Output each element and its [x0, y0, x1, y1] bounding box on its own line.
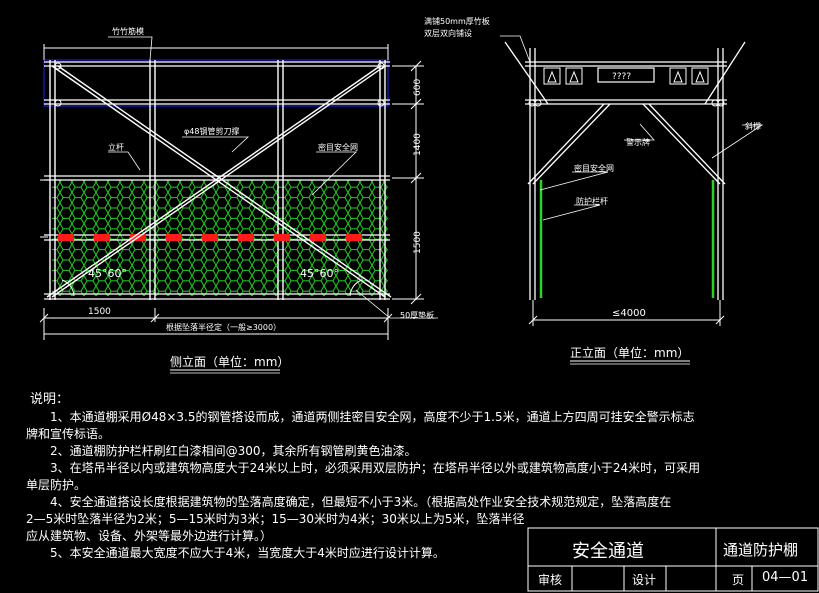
title-main: 安全通道: [572, 541, 644, 562]
dim-bottom-left: 1500: [88, 307, 111, 317]
front-view-caption: 正立面（单位：mm）: [570, 345, 689, 360]
note-line-3b: 单层防护。: [26, 478, 87, 492]
label-rail: 防护栏杆: [576, 196, 608, 206]
front-green-rails: [539, 180, 715, 298]
design-label: 设计: [632, 573, 657, 587]
front-diagonals: [504, 41, 746, 185]
bottom-dimension-lines: [39, 308, 393, 340]
top-board-side: [43, 59, 389, 107]
label-sign: ????: [612, 72, 631, 82]
review-label: 审核: [538, 573, 563, 587]
note-line-4: 4、安全通道搭设长度根据建筑物的坠落高度确定，但最短不小于3米。（根据高处作业安…: [50, 495, 672, 509]
page-label: 页: [732, 573, 745, 587]
front-nodes: [528, 99, 725, 107]
note-line-4b: 2—5米时坠落半径为2米；5—15米时为3米；15—30米时为4米；30米以上为…: [26, 512, 525, 526]
horizontal-bars-side: [44, 61, 390, 300]
right-dimension-lines: [392, 60, 424, 305]
leaders-side: [108, 36, 438, 319]
note-line-1b: 牌和宣传标语。: [26, 427, 111, 441]
page-number: 04—01: [762, 570, 809, 585]
node-circles-side: [54, 62, 385, 107]
front-elevation: 满铺50mm厚竹板 双层双向铺设 ???? 警示牌 斜撑 密目安全网 防护栏杆 …: [424, 16, 764, 365]
cross-brace-side: [46, 65, 392, 298]
note-line-1: 1、本通道棚采用Ø48×3.5的钢管搭设而成，通道两侧挂密目安全网，高度不少于1…: [50, 410, 695, 424]
front-poles: [529, 48, 724, 300]
label-angle-right: 45°60°: [300, 267, 339, 280]
side-elevation: 竹竹筋模 φ48钢管剪刀撑 立杆 密目安全网 45°60° 45°60° 50厚…: [39, 26, 438, 374]
label-brace: φ48钢管剪刀撑: [184, 126, 239, 136]
dim-600: 600: [413, 79, 423, 96]
title-sub: 通道防护棚: [723, 541, 799, 559]
warning-triangles: [543, 67, 709, 85]
leaders-front: [500, 35, 764, 221]
notes-heading: 说明：: [30, 392, 70, 407]
side-view-caption: 侧立面（单位：mm）: [170, 354, 289, 369]
front-dimension: [528, 300, 725, 326]
label-top-board: 竹竹筋模: [112, 26, 144, 36]
note-line-3: 3、在塔吊半径以内或建筑物高度大于24米以上时，必须采用双层防护；在塔吊半径以外…: [50, 461, 701, 475]
label-diagonal: 斜撑: [745, 121, 761, 131]
label-top-note-2: 双层双向铺设: [424, 28, 472, 38]
title-block-frame: [527, 527, 819, 592]
label-toe-board: 50厚垫板: [400, 310, 434, 320]
dim-1400: 1400: [413, 133, 423, 156]
note-line-2: 2、通道棚防护栏杆刷红白漆相间@300，其余所有钢管刷黄色油漆。: [50, 444, 417, 458]
note-line-4c: 应从建筑物、设备、外架等最外边进行计算。）: [26, 529, 273, 543]
note-line-5: 5、本安全通道最大宽度不应大于4米，当宽度大于4米时应进行设计计算。: [50, 546, 445, 560]
rail-stripes-side: [58, 234, 362, 241]
label-net-front: 密目安全网: [574, 163, 614, 173]
dim-bottom-span: 根据坠落半径定（一般≥3000）: [166, 322, 281, 332]
label-net-side: 密目安全网: [318, 142, 358, 152]
dim-width: ≤4000: [612, 308, 646, 319]
label-warning: 警示牌: [626, 137, 650, 147]
label-angle-left: 45°60°: [88, 267, 127, 280]
front-top-deck: [525, 61, 727, 105]
label-top-note-1: 满铺50mm厚竹板: [424, 16, 490, 26]
dim-1500: 1500: [413, 231, 423, 254]
angle-arcs: [61, 279, 363, 297]
label-pole: 立杆: [108, 142, 124, 152]
